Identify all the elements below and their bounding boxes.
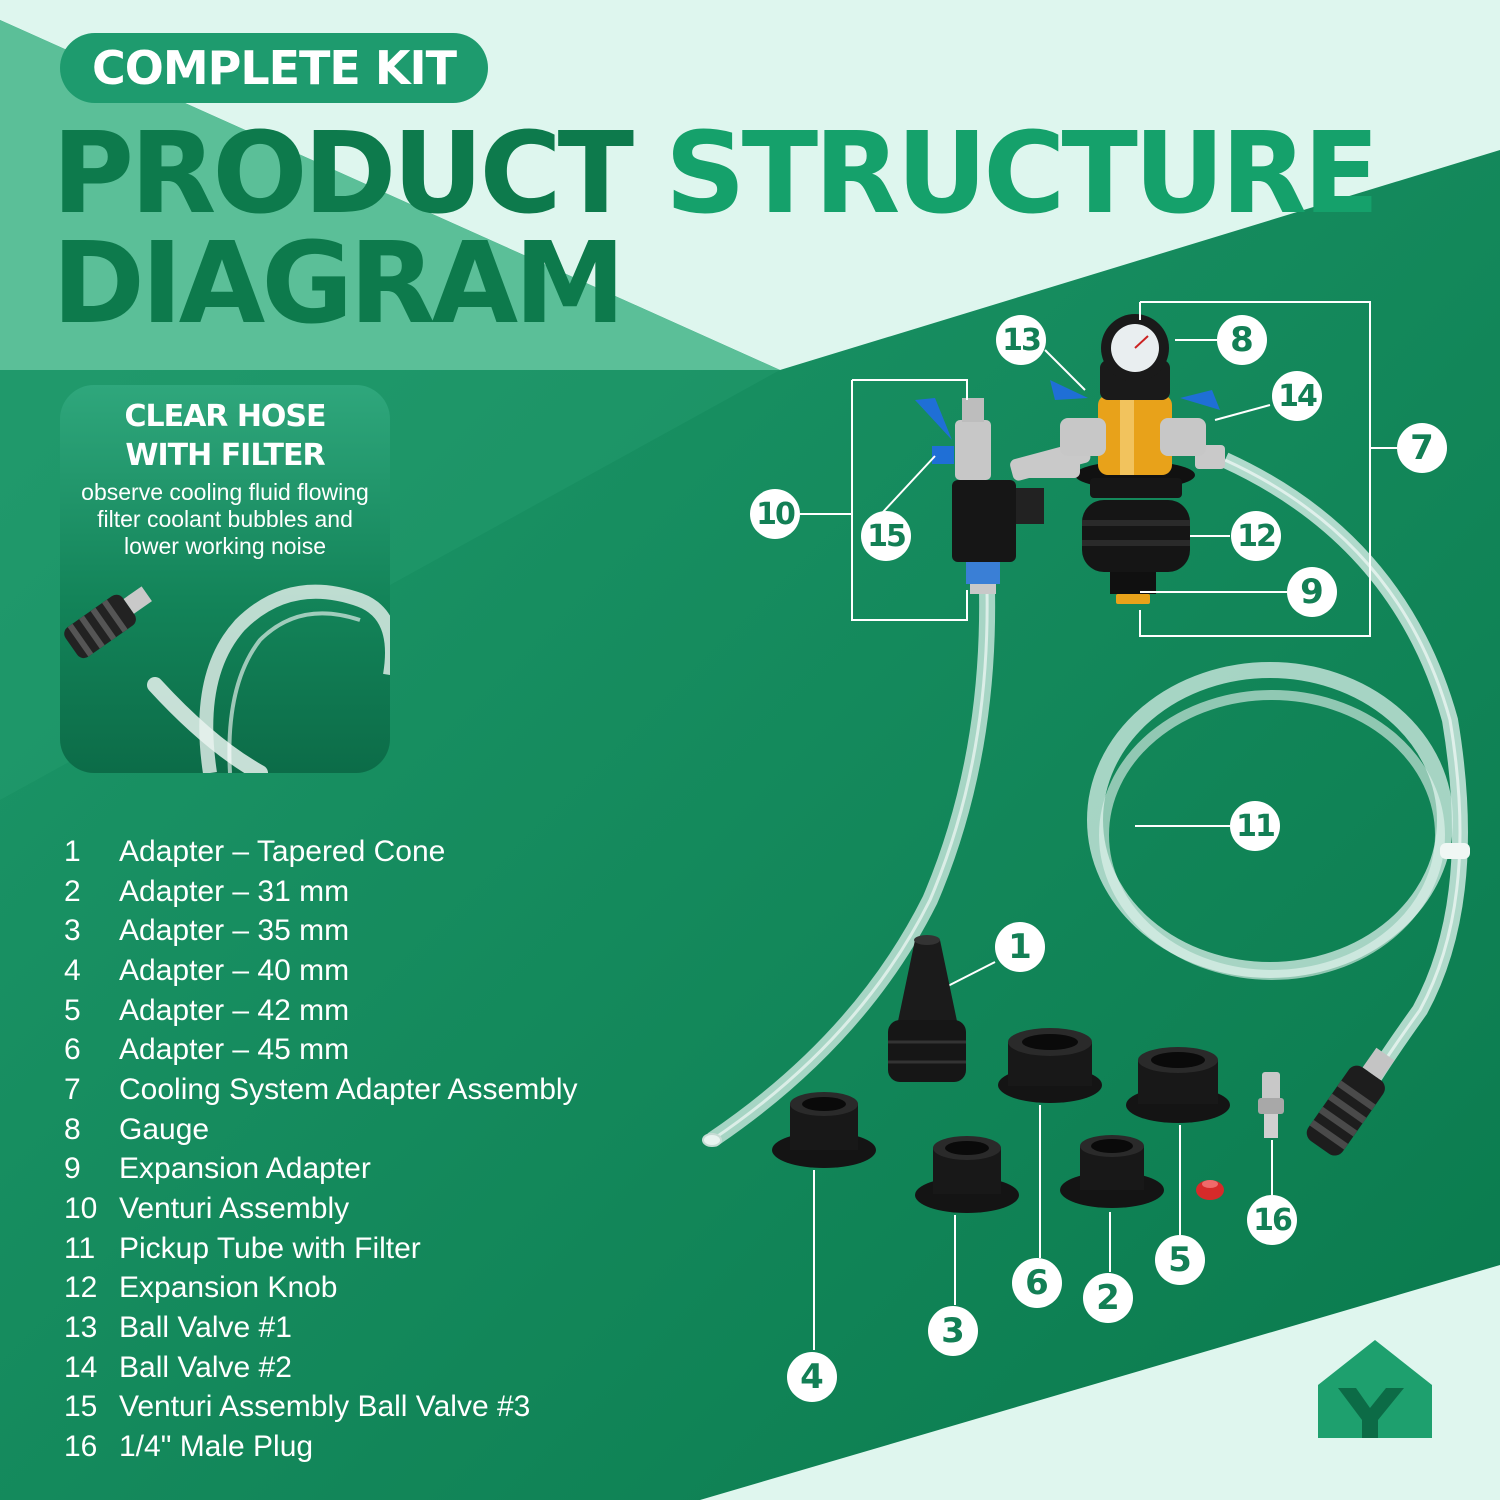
adapter-tapered-cone-icon [888,935,966,1082]
complete-kit-badge: COMPLETE KIT [60,33,488,103]
card-desc-line2: filter coolant bubbles and [97,506,353,532]
part-name: Adapter – 45 mm [119,1033,350,1067]
callout-4: 4 [787,1352,837,1402]
clear-hose-feature-card: CLEAR HOSE WITH FILTER observe cooling f… [60,385,390,773]
part-number: 16 [64,1430,98,1464]
callout-11: 11 [1230,801,1280,851]
hose-venturi [702,589,996,1147]
part-row: 16 1/4" Male Plug [64,1427,684,1467]
callout-15: 15 [861,511,911,561]
pickup-filter-icon [1306,1047,1395,1156]
callout-9: 9 [1287,567,1337,617]
card-title-line2: WITH FILTER [125,438,325,473]
house-y-logo-icon [1318,1340,1432,1438]
part-row: 10 Venturi Assembly [64,1189,684,1229]
part-row: 15 Venturi Assembly Ball Valve #3 [64,1388,684,1428]
part-row: 4 Adapter – 40 mm [64,951,684,991]
callout-14: 14 [1272,371,1322,421]
callout-1: 1 [995,922,1045,972]
page-title-line2: DIAGRAM [52,219,626,349]
part-name: Ball Valve #1 [119,1311,292,1345]
part-row: 7 Cooling System Adapter Assembly [64,1070,684,1110]
part-number: 7 [64,1072,81,1106]
bracket-lines [800,301,1397,1350]
part-name: Cooling System Adapter Assembly [119,1072,578,1106]
part-name: Adapter – 40 mm [119,953,350,987]
part-number: 13 [64,1311,98,1345]
callout-2: 2 [1083,1273,1133,1323]
part-row: 12 Expansion Knob [64,1269,684,1309]
part-row: 3 Adapter – 35 mm [64,911,684,951]
part-name: Adapter – 35 mm [119,914,350,948]
part-name: Venturi Assembly [119,1192,350,1226]
part-name: Venturi Assembly Ball Valve #3 [119,1390,531,1424]
part-name: Adapter – Tapered Cone [119,834,446,868]
part-number: 1 [64,834,81,868]
part-number: 5 [64,993,81,1027]
part-number: 12 [64,1271,98,1305]
part-name: Adapter – 31 mm [119,874,350,908]
card-desc-line1: observe cooling fluid flowing [81,479,369,505]
part-number: 10 [64,1192,98,1226]
part-number: 6 [64,1033,81,1067]
part-number: 15 [64,1390,98,1424]
callout-3: 3 [928,1306,978,1356]
part-number: 14 [64,1350,98,1384]
callout-10: 10 [750,489,800,539]
adapter-assembly-icon [1010,314,1225,604]
page-title-line1: PRODUCT STRUCTURE [52,118,1380,230]
part-name: Expansion Adapter [119,1152,371,1186]
adapter-ring-icon-5 [1126,1047,1230,1123]
part-row: 14 Ball Valve #2 [64,1348,684,1388]
ball-valve-3-handle [915,398,952,440]
adapter-ring-icon-3 [915,1136,1019,1213]
part-name: Gauge [119,1112,210,1146]
callout-7: 7 [1397,423,1447,473]
part-number: 3 [64,914,81,948]
part-number: 11 [64,1231,96,1265]
adapter-ring-icon-6 [998,1028,1102,1103]
part-row: 6 Adapter – 45 mm [64,1030,684,1070]
callout-12: 12 [1231,511,1281,561]
part-number: 8 [64,1112,81,1146]
part-row: 9 Expansion Adapter [64,1150,684,1190]
hose-pickup-coil [1087,452,1470,1114]
part-number: 9 [64,1152,81,1186]
card-title-line1: CLEAR HOSE [124,399,326,434]
part-name: Pickup Tube with Filter [119,1231,421,1265]
callout-13: 13 [996,315,1046,365]
title-word-product: PRODUCT [52,109,634,239]
part-number: 2 [64,874,81,908]
filter-icon [64,586,152,659]
part-row: 11 Pickup Tube with Filter [64,1229,684,1269]
callout-8: 8 [1217,315,1267,365]
part-name: Ball Valve #2 [119,1350,292,1384]
adapter-ring-icon-4 [772,1092,876,1168]
card-desc-line3: lower working noise [124,533,326,559]
part-row: 5 Adapter – 42 mm [64,991,684,1031]
male-plug-icon [1258,1072,1284,1138]
ball-valve-1-handle [1050,380,1088,400]
callout-5: 5 [1155,1235,1205,1285]
part-row: 8 Gauge [64,1110,684,1150]
part-number: 4 [64,953,81,987]
callout-6: 6 [1012,1258,1062,1308]
part-row: 1 Adapter – Tapered Cone [64,832,684,872]
part-name: Expansion Knob [119,1271,338,1305]
part-row: 13 Ball Valve #1 [64,1308,684,1348]
red-cap-icon [1196,1180,1224,1200]
adapter-ring-icon-2 [1060,1135,1164,1208]
callout-16: 16 [1247,1195,1297,1245]
ball-valve-2-handle [1180,390,1220,410]
part-name: 1/4" Male Plug [119,1430,314,1464]
part-row: 2 Adapter – 31 mm [64,872,684,912]
title-word-structure: STRUCTURE [665,109,1380,239]
part-name: Adapter – 42 mm [119,993,350,1027]
venturi-assembly-icon [915,398,1080,594]
clear-hose-illustration [64,584,390,773]
